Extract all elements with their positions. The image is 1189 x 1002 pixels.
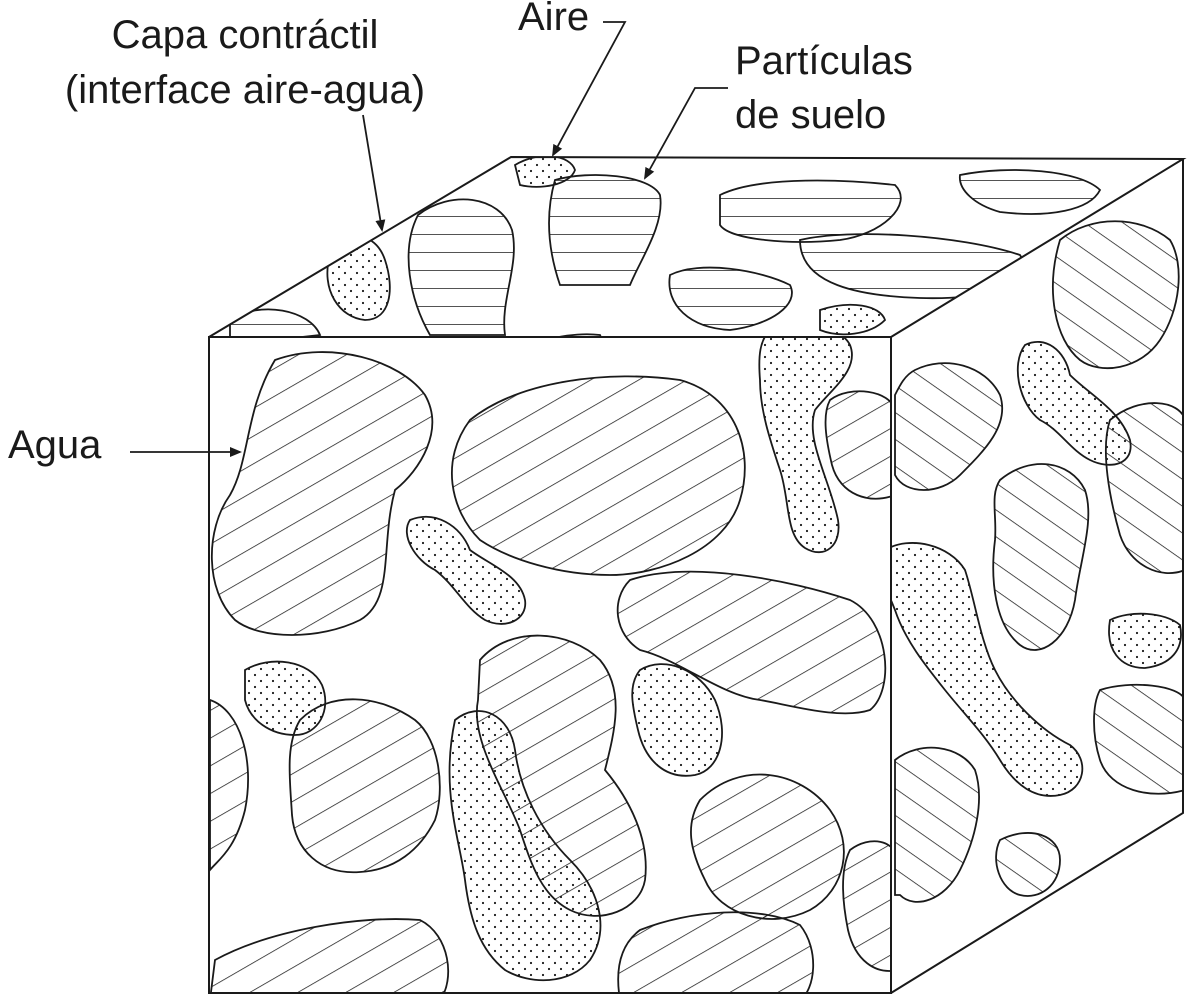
soil-particle [1094, 685, 1185, 794]
soil-particle [1053, 221, 1179, 368]
soil-particle [800, 234, 1024, 298]
soil-particle [720, 181, 901, 242]
air-void [820, 305, 885, 335]
soil-particle [669, 268, 792, 330]
soil-particle [618, 912, 813, 1000]
label-particulas-line2: de suelo [735, 93, 886, 137]
soil-particle [993, 464, 1088, 650]
soil-particle [895, 363, 1002, 490]
front-face-texture [210, 325, 898, 1000]
air-void [327, 237, 389, 320]
soil-particle [843, 841, 898, 971]
label-particulas-line1: Partículas [735, 39, 913, 83]
soil-particle [826, 391, 895, 498]
soil-particle [691, 775, 844, 919]
soil-particle [409, 199, 514, 335]
soil-particle [212, 352, 432, 635]
soil-particle [960, 170, 1100, 214]
soil-particle [996, 833, 1060, 896]
label-agua: Agua [8, 423, 102, 467]
soil-particle [210, 919, 448, 1000]
leader-aire [553, 22, 625, 155]
leader-particulas [645, 88, 728, 178]
soil-particle [549, 175, 661, 285]
soil-particle [452, 376, 745, 575]
air-void [245, 662, 325, 735]
label-capa-line2: (interface aire-agua) [65, 68, 425, 112]
leader-capa [363, 115, 382, 230]
label-aire: Aire [518, 0, 589, 39]
soil-particle [895, 748, 979, 902]
soil-particle [230, 309, 320, 345]
label-capa-line1: Capa contráctil [112, 13, 379, 57]
air-void [1109, 614, 1181, 668]
soil-particle [210, 700, 248, 870]
side-face-texture [881, 221, 1185, 902]
